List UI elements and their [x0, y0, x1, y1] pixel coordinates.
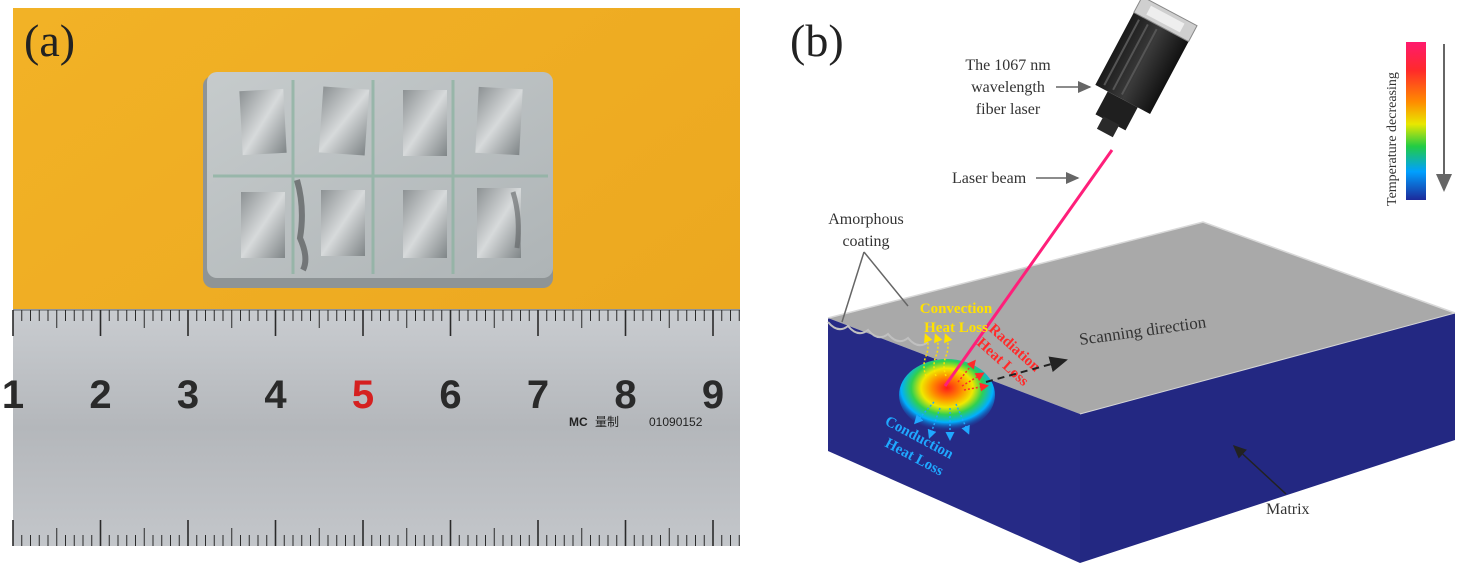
- convection-label-line-2: Heat Loss: [924, 320, 988, 336]
- conduction-arrows: [913, 401, 970, 441]
- laser-label-line-1: The 1067 nm: [965, 57, 1051, 74]
- temperature-label: Temperature decreasing: [1385, 72, 1400, 206]
- specimen-plate: [203, 72, 553, 288]
- laser-label-line-2: wavelength: [971, 79, 1045, 96]
- ruler-number: 9: [702, 373, 724, 417]
- convection-arrows: [923, 333, 953, 377]
- coating-bead-edge: [827, 321, 929, 347]
- laser-label-line-3: fiber laser: [976, 101, 1041, 118]
- ruler-text-cn: 量制: [595, 415, 619, 429]
- ruler-serial: 01090152: [649, 415, 703, 429]
- molten-pool: [899, 359, 995, 431]
- ruler-number: 5: [352, 373, 374, 417]
- laser-label: The 1067 nm wavelength fiber laser: [965, 57, 1092, 118]
- amorphous-pointer-1: [841, 251, 865, 323]
- laser-cladding-schematic: The 1067 nm wavelength fiber laser Laser…: [827, 0, 1456, 563]
- panel-a-label: (a): [24, 15, 76, 66]
- amorphous-label-line-1: Amorphous: [828, 211, 904, 228]
- ruler-number: 2: [89, 373, 111, 417]
- convection-label-line-1: Convection: [920, 301, 993, 317]
- ruler-number: 1: [2, 373, 24, 417]
- amorphous-label-line-2: coating: [842, 233, 889, 250]
- ruler-number: 6: [439, 373, 461, 417]
- block-top-surface: [828, 222, 1455, 414]
- scanning-direction-arrow: [985, 356, 1068, 383]
- panel-b-label: (b): [790, 15, 844, 66]
- ruler-brand: MC: [569, 415, 588, 429]
- ruler-number: 4: [264, 373, 287, 417]
- block-side-face: [1080, 313, 1455, 563]
- laser-beam-line: [943, 149, 1114, 387]
- specimen-photo: MC 量制 01090152 1 2 3 4 5 6 7 8 9: [2, 8, 740, 546]
- amorphous-pointer-2: [863, 251, 909, 307]
- matrix-pointer: [1232, 444, 1287, 495]
- steel-ruler: MC 量制 01090152 1 2 3 4 5 6 7 8 9: [2, 309, 740, 546]
- ruler-number: 8: [614, 373, 636, 417]
- laser-beam-label: Laser beam: [952, 170, 1027, 187]
- ruler-number: 7: [527, 373, 549, 417]
- temperature-scale: [1406, 42, 1426, 200]
- radiation-arrows: [957, 359, 989, 392]
- fiber-laser-head: [1095, 0, 1198, 138]
- ruler-number: 3: [177, 373, 199, 417]
- matrix-label: Matrix: [1266, 501, 1310, 518]
